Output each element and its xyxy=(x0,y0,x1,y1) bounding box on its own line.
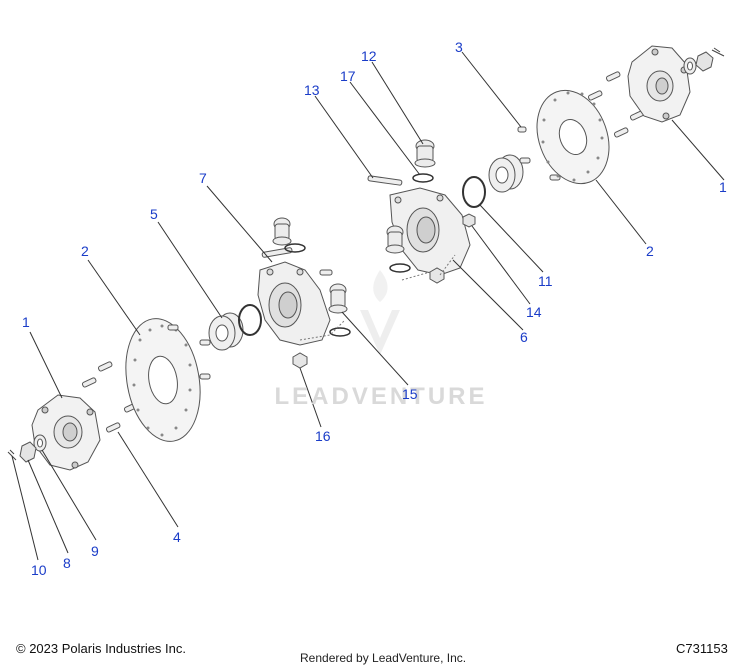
knuckle-bolt-left[interactable] xyxy=(261,247,293,258)
caliper-bolt-left[interactable] xyxy=(319,269,333,276)
callout-11[interactable]: 11 xyxy=(538,273,553,289)
callout-5[interactable]: 5 xyxy=(150,206,158,222)
callout-3[interactable]: 3 xyxy=(455,39,463,55)
callout-6[interactable]: 6 xyxy=(520,329,528,345)
steering-knuckle-left[interactable] xyxy=(257,261,331,346)
wheel-studs-right[interactable] xyxy=(587,71,645,138)
ball-joint-lower-right[interactable] xyxy=(385,225,405,254)
rendered-by-text: Rendered by LeadVenture, Inc. xyxy=(300,651,467,665)
callout-4[interactable]: 4 xyxy=(173,529,181,545)
copyright-text: © 2023 Polaris Industries Inc. xyxy=(16,641,186,656)
retaining-ring-lower-left[interactable] xyxy=(329,327,351,337)
dashed-guide-left xyxy=(299,319,346,341)
snap-ring-right[interactable] xyxy=(462,176,486,208)
watermark-text: LEADVENTURE xyxy=(274,383,488,410)
callout-9[interactable]: 9 xyxy=(91,543,99,559)
cotter-pin-left[interactable] xyxy=(7,449,17,461)
castle-nut-left[interactable] xyxy=(19,441,37,463)
snap-ring-left[interactable] xyxy=(238,304,262,336)
caliper-nut-right[interactable] xyxy=(462,213,476,228)
disc-bolts-left[interactable] xyxy=(167,324,211,380)
callout-10[interactable]: 10 xyxy=(31,562,47,578)
callout-2-left[interactable]: 2 xyxy=(81,243,89,259)
retaining-ring-lower-right[interactable] xyxy=(389,263,411,273)
cotter-pin-right[interactable] xyxy=(711,47,725,57)
ball-joint-upper-right[interactable] xyxy=(414,139,436,168)
leader-lines xyxy=(11,51,725,561)
callout-12[interactable]: 12 xyxy=(361,48,377,64)
watermark-logo-icon xyxy=(360,270,400,355)
ball-joint-lower-left[interactable] xyxy=(328,283,348,314)
callout-2-right[interactable]: 2 xyxy=(646,243,654,259)
washer-right[interactable] xyxy=(683,57,697,75)
wheel-bearing-right[interactable] xyxy=(488,154,524,193)
callout-1-right[interactable]: 1 xyxy=(719,179,727,195)
callout-16[interactable]: 16 xyxy=(315,428,331,444)
ball-joint-upper-left[interactable] xyxy=(272,217,292,246)
brake-disc-left[interactable] xyxy=(117,313,209,448)
retaining-ring-upper-right[interactable] xyxy=(412,173,434,183)
retaining-ring-upper-left[interactable] xyxy=(284,243,306,253)
drawing-id: C731153 xyxy=(676,641,728,656)
disc-bolts-right[interactable] xyxy=(517,126,561,181)
callout-17[interactable]: 17 xyxy=(340,68,356,84)
washer-left[interactable] xyxy=(33,434,47,452)
steering-knuckle-right[interactable] xyxy=(389,187,471,276)
wheel-hub-right[interactable] xyxy=(627,45,691,123)
knuckle-nut-left[interactable] xyxy=(292,352,308,369)
callout-8[interactable]: 8 xyxy=(63,555,71,571)
dashed-guide-right xyxy=(401,254,456,281)
callout-1-left[interactable]: 1 xyxy=(22,314,30,330)
callout-7[interactable]: 7 xyxy=(199,170,207,186)
knuckle-bolt-right[interactable] xyxy=(367,175,403,186)
callout-14[interactable]: 14 xyxy=(526,304,542,320)
knuckle-nut-right[interactable] xyxy=(429,267,445,284)
wheel-hub-left[interactable] xyxy=(31,394,101,471)
brake-disc-right[interactable] xyxy=(525,80,622,193)
castle-nut-right[interactable] xyxy=(695,51,714,72)
callout-13[interactable]: 13 xyxy=(304,82,320,98)
callout-15[interactable]: 15 xyxy=(402,386,418,402)
wheel-bearing-left[interactable] xyxy=(208,312,244,351)
